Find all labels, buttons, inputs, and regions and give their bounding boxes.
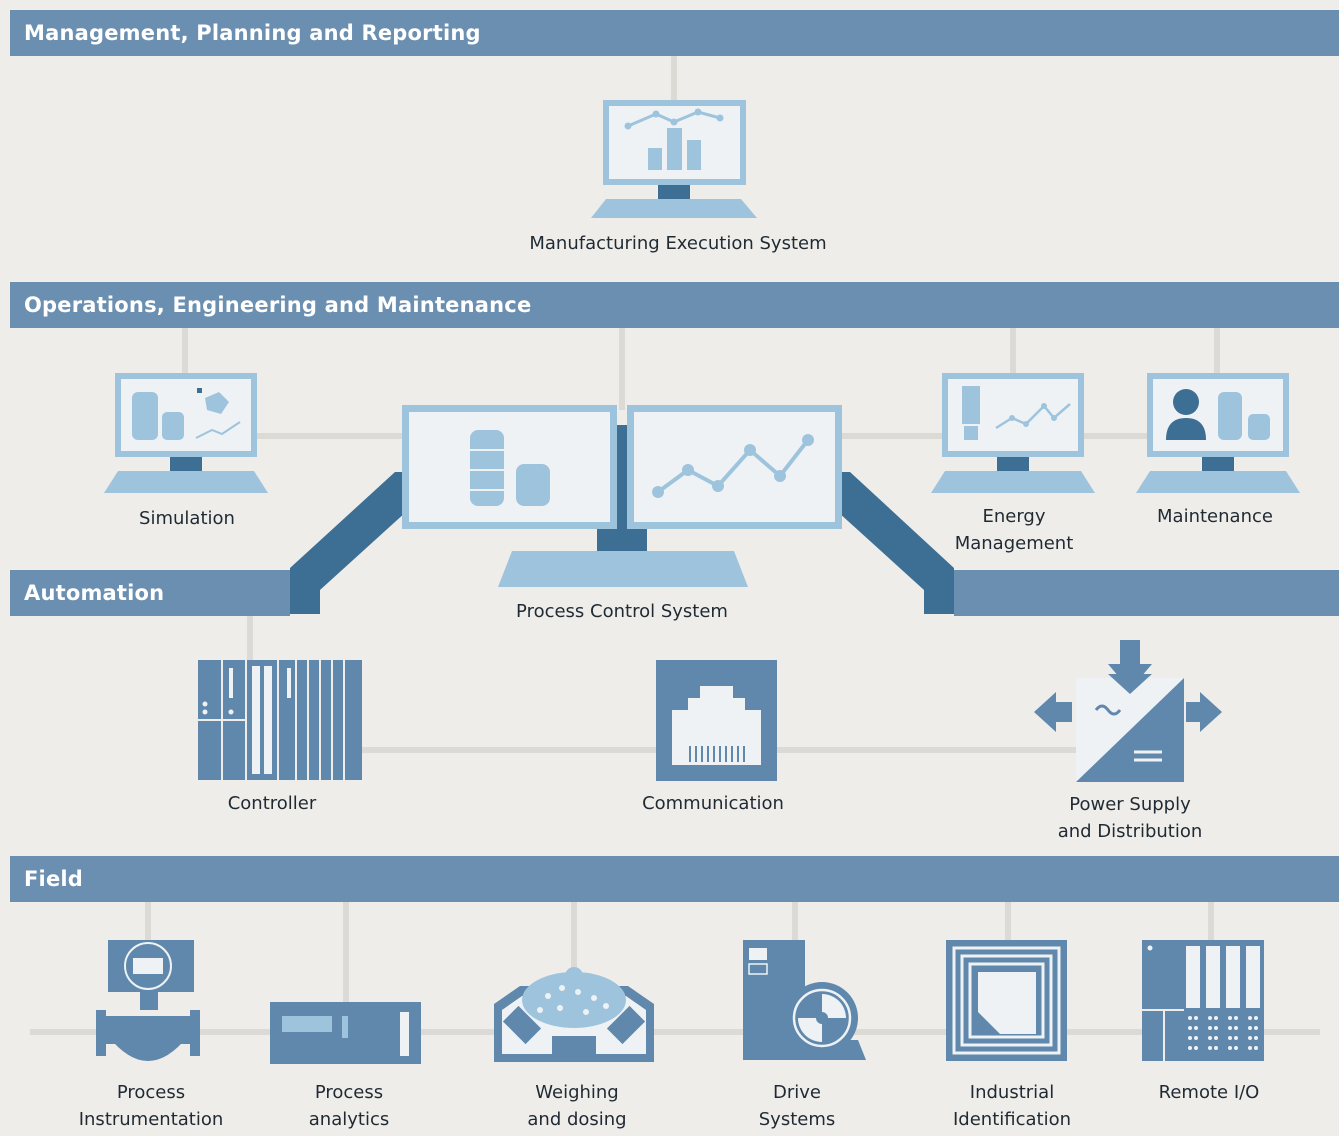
process-control-system-icon: [290, 405, 954, 614]
drive-systems-label: Drive Systems: [758, 1082, 836, 1130]
controller-label: Controller: [227, 793, 317, 814]
pcs-label: Process Control System: [516, 601, 728, 622]
communication-icon: [656, 660, 777, 781]
process-analytics-icon: [270, 1002, 421, 1064]
mes-monitor-icon: [591, 100, 757, 218]
industrial-identification-label: Industrial Identification: [952, 1082, 1072, 1130]
process-analytics-label: Process analytics: [308, 1082, 390, 1130]
power-supply-label: Power Supply and Distribution: [1057, 794, 1203, 842]
maintenance-laptop-icon: [1136, 373, 1300, 493]
weighing-dosing-icon: [494, 967, 654, 1062]
industrial-identification-icon: [946, 940, 1067, 1061]
energy-management-label: Energy Management: [954, 506, 1074, 554]
communication-label: Communication: [642, 793, 784, 814]
maintenance-label: Maintenance: [1157, 506, 1273, 527]
drive-systems-icon: [743, 940, 866, 1060]
simulation-label: Simulation: [139, 508, 235, 529]
simulation-laptop-icon: [104, 373, 268, 493]
automation-section-header: Automation: [10, 570, 290, 616]
energy-management-laptop-icon: [931, 373, 1095, 493]
field-section-header: Field: [10, 856, 1339, 902]
process-instrumentation-icon: [96, 940, 200, 1061]
connector-lines: [30, 56, 1320, 1035]
mes-label: Manufacturing Execution System: [529, 233, 827, 254]
remote-io-icon: [1142, 940, 1264, 1061]
operations-section-header: Operations, Engineering and Maintenance: [10, 282, 1339, 328]
process-instrumentation-label: Process Instrumentation: [78, 1082, 224, 1130]
remote-io-label: Remote I/O: [1158, 1082, 1260, 1103]
controller-icon: [198, 660, 362, 780]
automation-band-right: [954, 570, 1339, 616]
management-section-header: Management, Planning and Reporting: [10, 10, 1339, 56]
weighing-dosing-label: Weighing and dosing: [527, 1082, 627, 1130]
power-supply-icon: [1034, 640, 1222, 782]
